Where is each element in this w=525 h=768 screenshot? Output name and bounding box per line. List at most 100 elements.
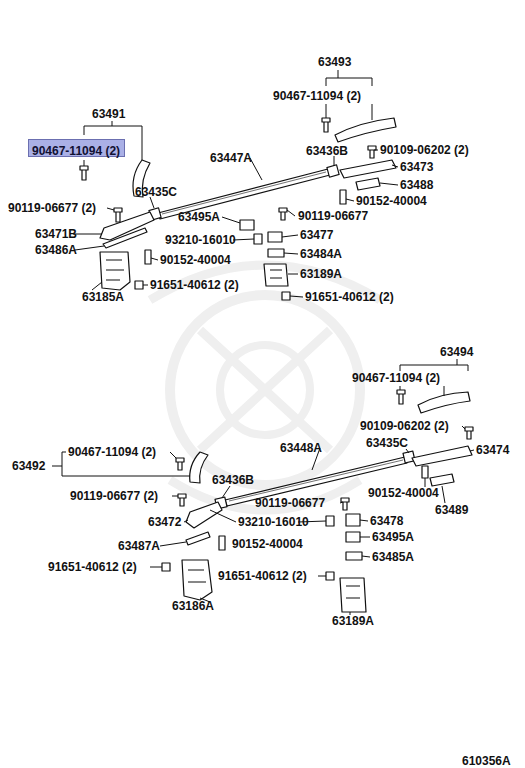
part-number: 63495A (372, 530, 414, 544)
part-number: 63487A (118, 539, 160, 553)
part-number: 63435C (366, 436, 408, 450)
part-number: 91651-40612 (2) (150, 278, 239, 292)
part-number: 63186A (172, 599, 214, 613)
part-number: 63189A (332, 614, 374, 628)
part-number: 63478 (370, 514, 403, 528)
part-number: 91651-40612 (2) (218, 569, 307, 583)
part-number: 90152-40004 (160, 253, 231, 267)
part-number: 93210-16010 (165, 233, 236, 247)
part-number: 63435C (135, 185, 177, 199)
leader-line (112, 121, 113, 126)
part-number: 63436B (306, 144, 348, 158)
leader-line (326, 104, 327, 118)
leader-line (160, 542, 186, 546)
leader-line (62, 476, 190, 477)
leader-line (400, 386, 401, 390)
part-number: 63448A (280, 441, 322, 455)
leader-line (52, 466, 62, 467)
leader-line (143, 285, 148, 286)
leader-line (380, 183, 398, 185)
leader-line (84, 126, 142, 127)
leader-line (282, 235, 298, 237)
leader-line (442, 486, 445, 503)
leader-line (457, 359, 458, 365)
leader-line (62, 452, 63, 476)
leader-line (362, 556, 370, 557)
leader-line (425, 478, 426, 487)
part-number: 90467-11094 (2) (273, 89, 361, 103)
part-number: 90152-40004 (368, 486, 439, 500)
part-number: 90152-40004 (356, 194, 427, 208)
part-number: 90109-06202 (2) (380, 143, 469, 157)
leader-line (222, 217, 240, 223)
highlighted-part-number: 90467-11094 (2) (28, 139, 125, 157)
part-number: 63472 (148, 515, 181, 529)
part-number: 63473 (400, 160, 433, 174)
part-number: 63491 (92, 107, 125, 121)
part-number: 63493 (318, 55, 351, 69)
part-number: 90467-11094 (2) (352, 371, 440, 385)
leader-line (374, 150, 378, 151)
part-number: 63189A (300, 267, 342, 281)
leader-line (444, 386, 445, 396)
leader-line (468, 365, 469, 371)
part-number: 90467-11094 (2) (68, 445, 156, 459)
part-number: 63484A (300, 247, 342, 261)
part-number: 63492 (12, 459, 45, 473)
part-number: 90467-11094 (2) (32, 144, 120, 158)
part-number: 63477 (300, 228, 333, 242)
leader-line (346, 199, 354, 201)
part-number: 93210-16010 (238, 515, 309, 529)
part-number: 63436B (212, 473, 254, 487)
part-number: 90152-40004 (232, 537, 303, 551)
leader-line (184, 520, 188, 522)
leader-line (372, 78, 373, 86)
leader-line (84, 126, 85, 135)
leader-line (284, 253, 298, 254)
part-number: 63486A (35, 243, 77, 257)
leader-line (107, 208, 114, 210)
leader-line (288, 274, 298, 275)
part-number: 63488 (400, 178, 433, 192)
leader-line (340, 502, 343, 503)
leader-line (142, 126, 143, 160)
leader-line (400, 365, 468, 366)
leader-line (75, 246, 104, 250)
leader-line (462, 426, 465, 429)
leader-line (392, 165, 398, 167)
part-number: 63447A (210, 151, 252, 165)
part-number: 90119-06677 (2) (8, 201, 96, 215)
leader-line (400, 365, 401, 371)
part-number: 63471B (35, 227, 77, 241)
figure-number: 610356A (462, 754, 511, 768)
leader-line (318, 576, 326, 577)
part-number: 90119-06677 (2) (70, 489, 158, 503)
parts-drawing (80, 118, 473, 612)
leader-line (170, 452, 176, 458)
part-number: 90119-06677 (255, 496, 325, 510)
leader-line (73, 234, 102, 235)
leader-line (233, 239, 254, 240)
leader-line (326, 78, 372, 79)
part-number: 63474 (476, 443, 509, 457)
leader-line (84, 160, 85, 166)
part-number: 90109-06202 (2) (360, 419, 449, 433)
part-number: 63185A (82, 290, 124, 304)
leader-line (470, 450, 474, 451)
leader-line (326, 78, 327, 86)
leader-line (338, 70, 339, 78)
leader-line (372, 104, 373, 120)
part-number: 63495A (178, 210, 220, 224)
leader-line (210, 510, 236, 522)
part-number: 63485A (372, 550, 414, 564)
leader-line (360, 520, 368, 521)
leader-line (151, 258, 158, 260)
leader-line (172, 496, 178, 497)
part-number: 90119-06677 (298, 209, 368, 223)
part-number: 63489 (435, 503, 468, 517)
part-number: 91651-40612 (2) (48, 560, 137, 574)
leader-line (360, 537, 370, 538)
leader-line (287, 210, 295, 216)
part-number: 63494 (440, 345, 473, 359)
